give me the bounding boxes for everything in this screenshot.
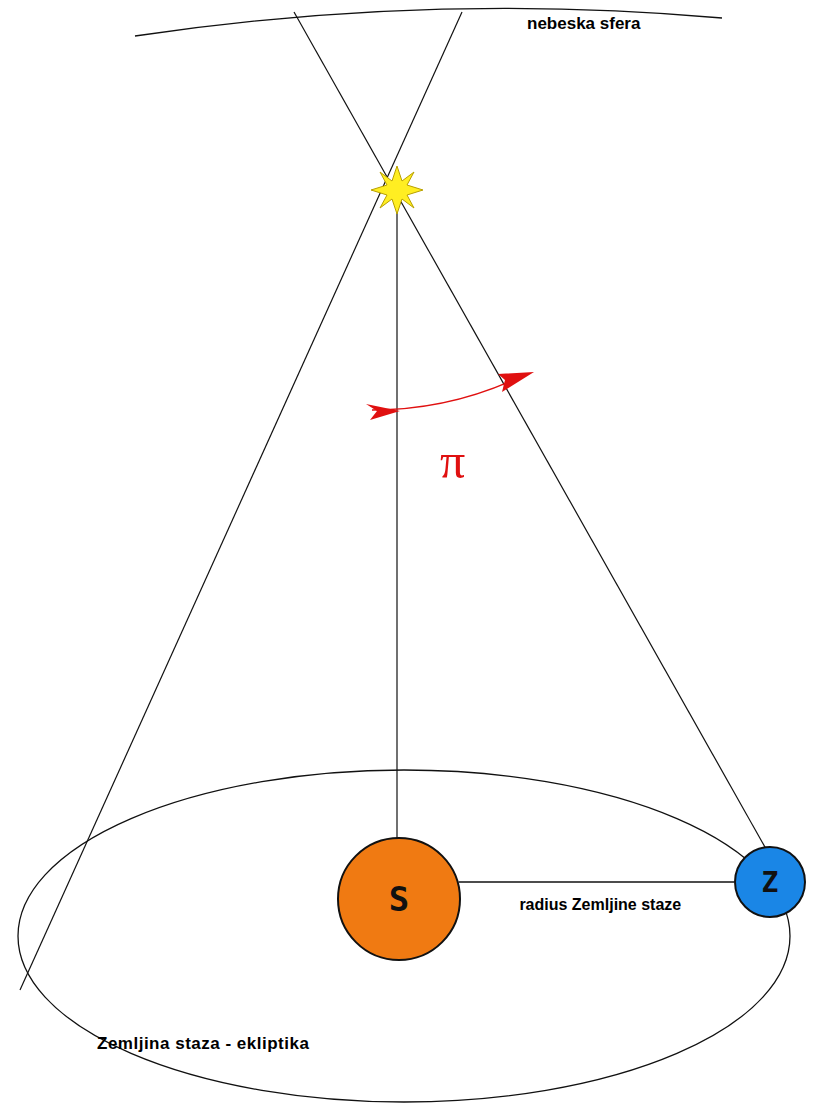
- star-sun-line: [396, 190, 397, 838]
- arrowhead: [366, 404, 400, 420]
- earth-orbit-ellipse: [18, 770, 790, 1102]
- parallax-angle-arc: [372, 377, 520, 410]
- planet-circle: S: [337, 837, 461, 961]
- planet-letter: S: [389, 879, 409, 919]
- cone-line: [294, 12, 770, 856]
- edge-label: radius Zemljine staze: [519, 896, 681, 914]
- orbit-radius-line: [459, 881, 734, 882]
- caption-label: nebeska sfera: [527, 14, 640, 34]
- cone-line: [20, 12, 462, 990]
- planet-letter: Z: [762, 866, 779, 899]
- celestial-sphere-arc: [135, 8, 722, 36]
- planet-circle: Z: [734, 846, 806, 918]
- star-symbol: [371, 166, 423, 214]
- arrowhead: [498, 372, 534, 392]
- caption-label: Zemljina staza - ekliptika: [97, 1034, 309, 1054]
- angle-symbol: π: [440, 432, 465, 490]
